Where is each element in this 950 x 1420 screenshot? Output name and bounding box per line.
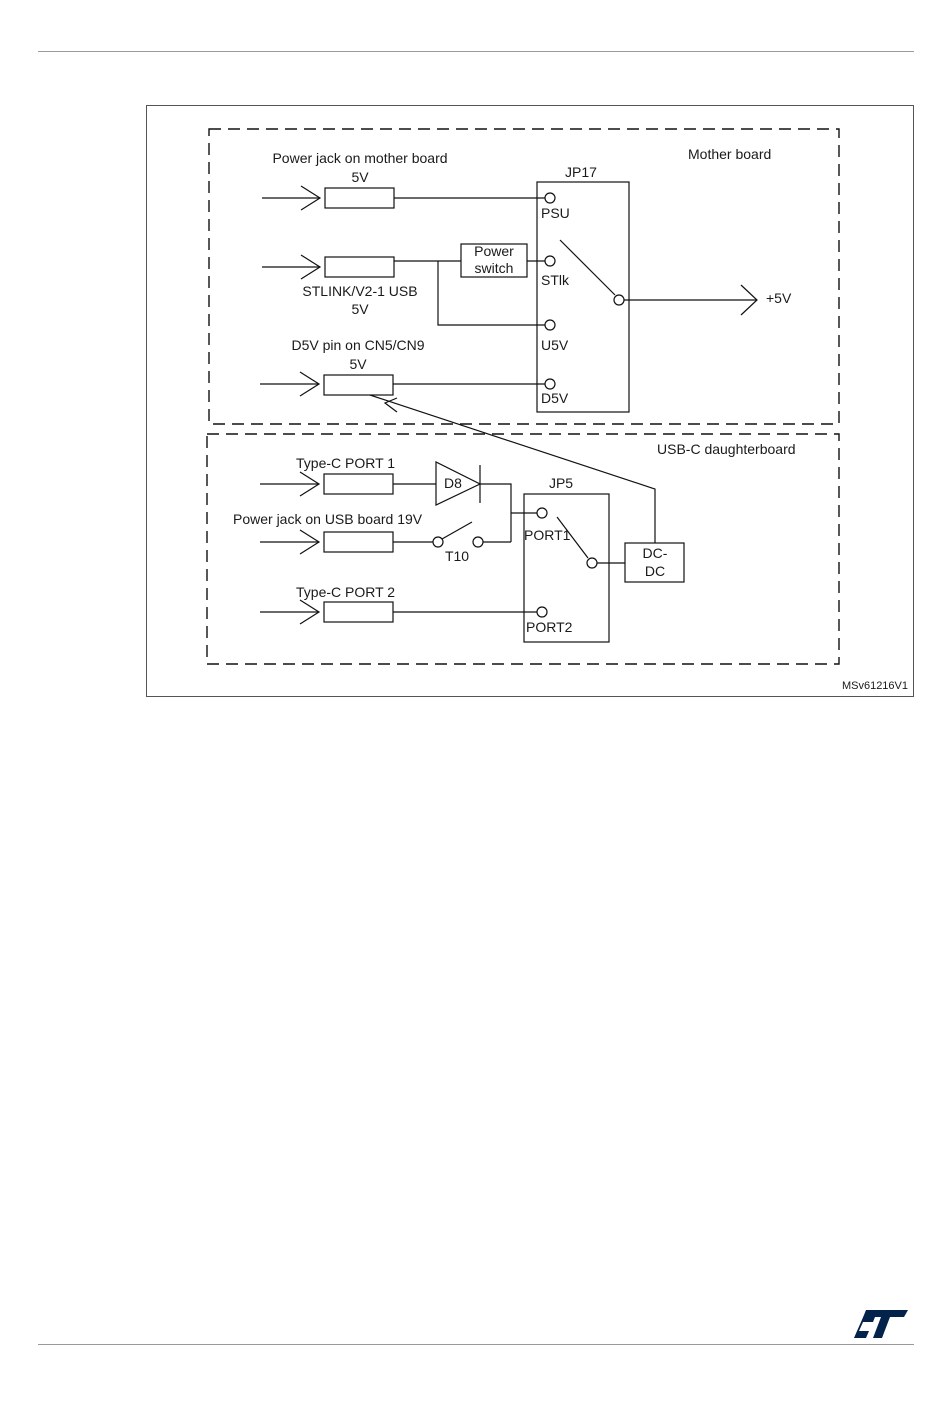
label-typec2: Type-C PORT 2 xyxy=(296,584,395,600)
label-usb-jack: Power jack on USB board 19V xyxy=(233,511,423,527)
label-d5v-voltage: 5V xyxy=(349,356,367,372)
label-stlink-title: STLINK/V2-1 USB xyxy=(302,283,417,299)
input-arrow-d5v xyxy=(260,372,319,396)
input-arrow-typec1 xyxy=(260,472,319,496)
input-arrow-typec2 xyxy=(260,600,319,624)
label-power-switch-2: switch xyxy=(475,260,514,276)
input-arrow-power-jack xyxy=(262,186,320,210)
label-power-switch-1: Power xyxy=(474,243,514,259)
input-arrow-usb-jack xyxy=(260,530,319,554)
jp17-pin-psu xyxy=(545,193,555,203)
input-arrow-stlink xyxy=(262,255,320,279)
label-output: +5V xyxy=(766,290,792,306)
fuse-stlink xyxy=(325,257,394,277)
fuse-power-jack xyxy=(325,188,394,208)
jp17-pin-d5v xyxy=(545,379,555,389)
label-jp5: JP5 xyxy=(549,475,573,491)
jp5-pin-port2 xyxy=(537,607,547,617)
label-dcdc-2: DC xyxy=(645,563,665,579)
fuse-usb-jack xyxy=(324,532,393,552)
label-d8: D8 xyxy=(444,475,462,491)
label-jp17: JP17 xyxy=(565,164,597,180)
label-port1: PORT1 xyxy=(524,527,571,543)
jp17-pin-u5v xyxy=(545,320,555,330)
fuse-typec2 xyxy=(324,602,393,622)
label-pin-u5v: U5V xyxy=(541,337,569,353)
mother-board-label: Mother board xyxy=(688,146,771,162)
figure-code: MSv61216V1 xyxy=(842,680,908,692)
label-pin-d5v: D5V xyxy=(541,390,569,406)
label-power-jack-voltage: 5V xyxy=(351,169,369,185)
label-d5v-title: D5V pin on CN5/CN9 xyxy=(291,337,424,353)
label-port2: PORT2 xyxy=(526,619,573,635)
label-pin-psu: PSU xyxy=(541,205,570,221)
label-t10: T10 xyxy=(445,548,469,564)
jp17-pin-stlk xyxy=(545,256,555,266)
jp17-common-pin xyxy=(614,295,624,305)
t10-pin-in xyxy=(433,537,443,547)
footer-rule xyxy=(38,1344,914,1345)
label-pin-stlk: STlk xyxy=(541,272,570,288)
label-power-jack-title: Power jack on mother board xyxy=(272,150,447,166)
fuse-typec1 xyxy=(324,474,393,494)
jp5-common-pin xyxy=(587,558,597,568)
t10-pin-out xyxy=(473,537,483,547)
figure-frame xyxy=(147,106,914,697)
daughter-board-label: USB-C daughterboard xyxy=(657,441,796,457)
label-dcdc-1: DC- xyxy=(643,545,668,561)
t10-lever xyxy=(442,522,472,539)
jp5-pin-port1 xyxy=(537,508,547,518)
fuse-d5v xyxy=(324,375,393,395)
label-typec1: Type-C PORT 1 xyxy=(296,455,395,471)
label-stlink-voltage: 5V xyxy=(351,301,369,317)
st-logo-icon xyxy=(852,1308,910,1340)
power-supply-diagram: Mother board USB-C daughterboard xyxy=(0,0,950,720)
wire-d8-out xyxy=(480,484,511,542)
